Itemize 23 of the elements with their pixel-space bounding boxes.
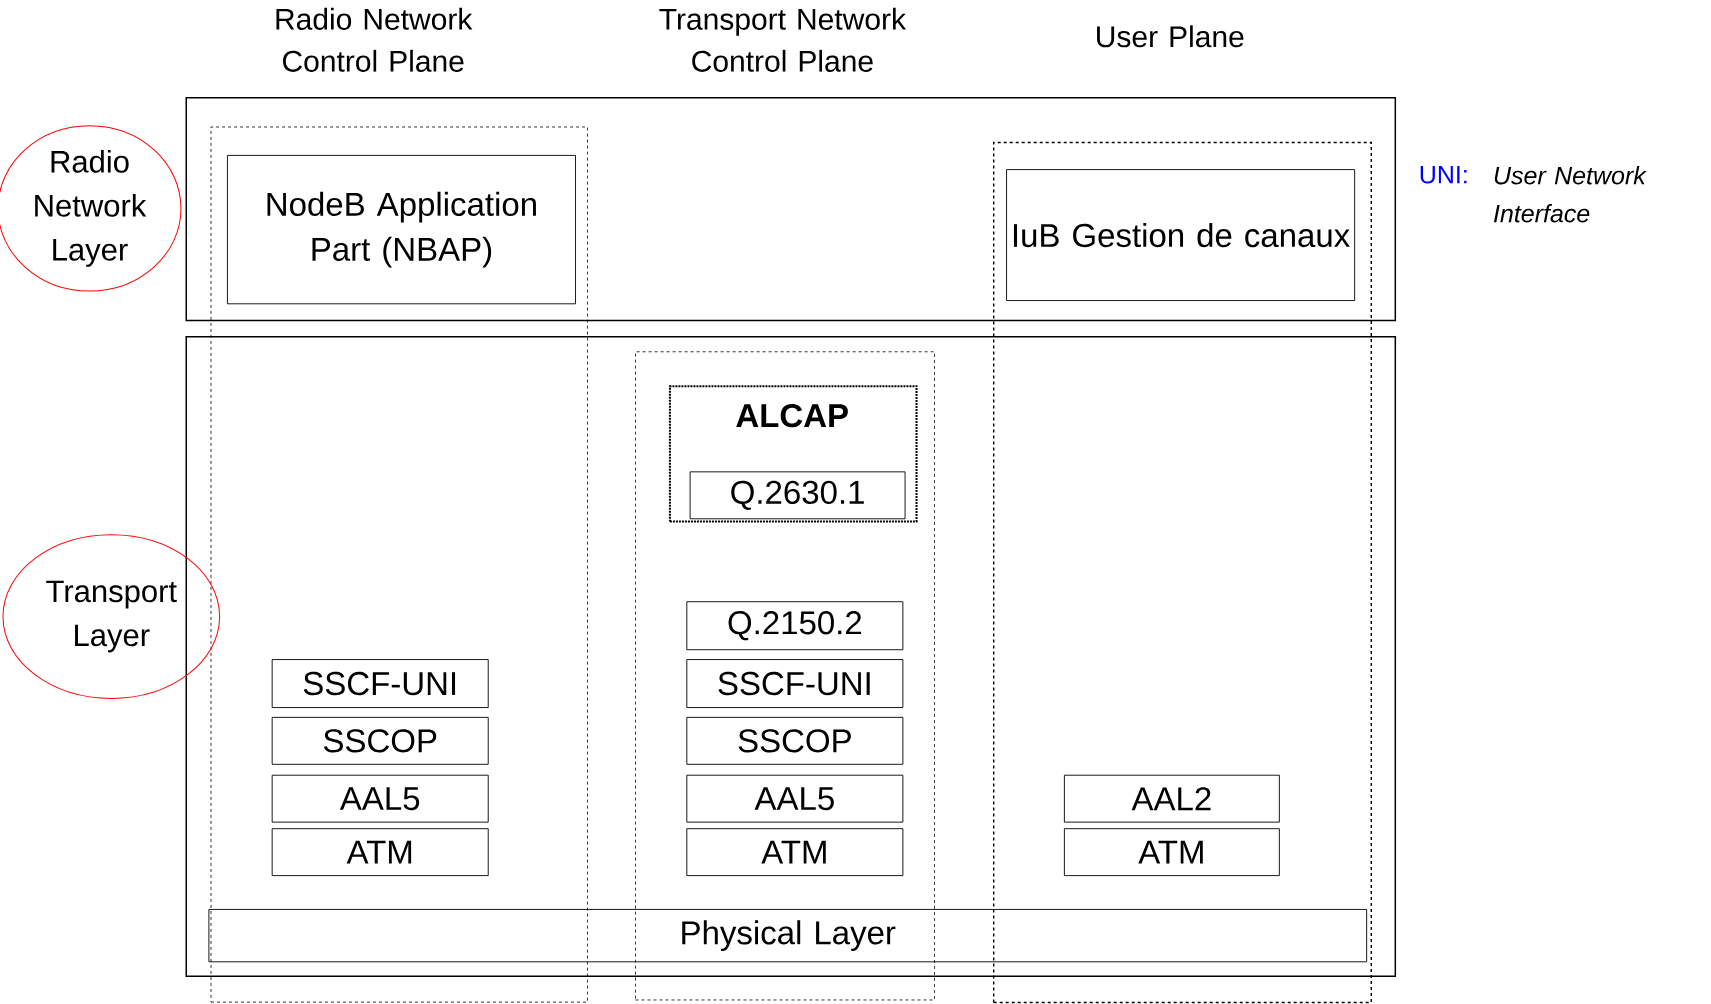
protocol-box: SSCF-UNI bbox=[686, 659, 904, 709]
abbreviation-text: UNI: bbox=[1420, 166, 1467, 184]
protocol-box: IuB Gestion de canaux bbox=[1006, 169, 1356, 302]
protocol-box: Physical Layer bbox=[208, 909, 1368, 963]
layer-band bbox=[185, 336, 1397, 978]
protocol-box: Q.2630.1 bbox=[689, 471, 906, 520]
protocol-box: ATM bbox=[1063, 828, 1280, 877]
protocol-box: ATM bbox=[686, 828, 904, 877]
layer-band bbox=[185, 97, 1397, 322]
protocol-box: Q.2150.2 bbox=[686, 601, 904, 651]
protocol-box: AAL5 bbox=[271, 774, 489, 823]
protocol-box: AAL2 bbox=[1063, 774, 1280, 823]
plane-column bbox=[993, 141, 1372, 1004]
protocol-box: ATM bbox=[271, 828, 489, 877]
plane-column bbox=[210, 126, 588, 1003]
protocol-box: NodeB Application Part (NBAP) bbox=[227, 155, 576, 305]
protocol-box: AAL5 bbox=[686, 774, 904, 823]
column-heading: Radio Network Control Plane bbox=[276, 7, 473, 72]
protocol-box: SSCF-UNI bbox=[271, 659, 489, 709]
protocol-box: SSCOP bbox=[686, 716, 904, 765]
column-heading: User Plane bbox=[1097, 25, 1244, 48]
note-text: User Network Interface bbox=[1493, 166, 1647, 223]
protocol-box: SSCOP bbox=[271, 716, 489, 765]
